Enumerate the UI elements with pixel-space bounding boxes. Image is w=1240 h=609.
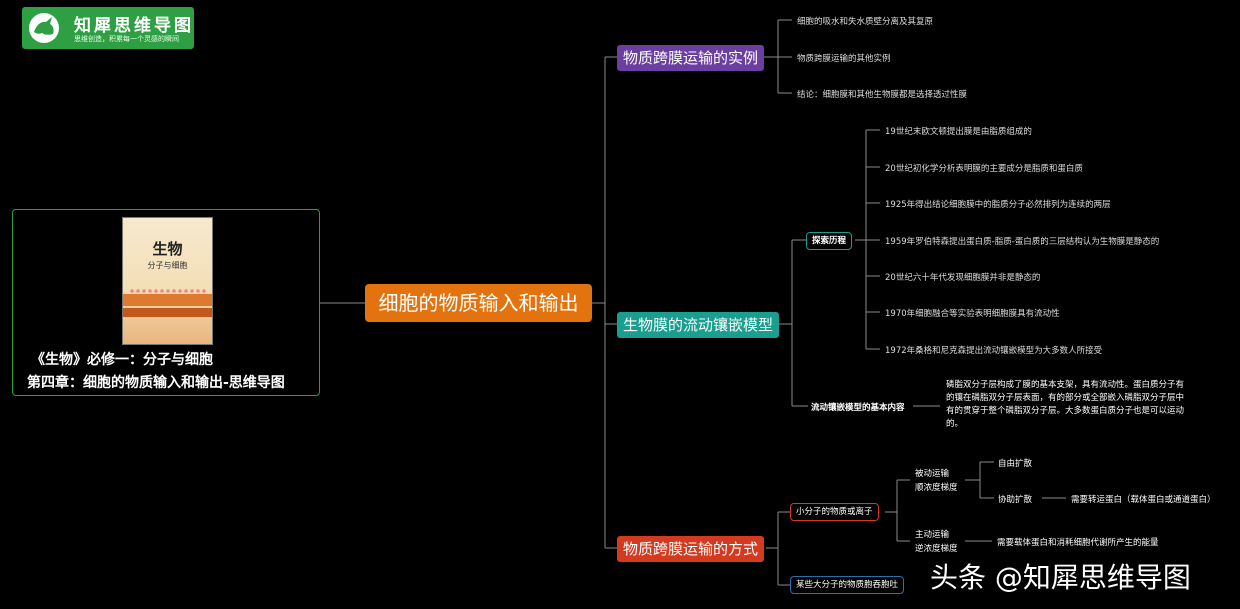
active-transport-gradient: 逆浓度梯度 (915, 544, 958, 554)
facilitated-diffusion[interactable]: 协助扩散 (998, 495, 1033, 505)
free-diffusion[interactable]: 自由扩散 (998, 459, 1033, 469)
caption-line-2: 第四章：细胞的物质输入和输出-思维导图 (27, 375, 285, 391)
branch-model[interactable]: 生物膜的流动镶嵌模型 (617, 312, 780, 338)
logo-badge: 知犀思维导图 思维创造，积累每一个灵感的瞬间 (22, 7, 194, 49)
history-item[interactable]: 20世纪六十年代发现细胞膜并非是静态的 (885, 273, 1041, 283)
active-transport-label[interactable]: 主动运输 (915, 530, 950, 540)
history-item[interactable]: 1972年桑格和尼克森提出流动镶嵌模型为大多数人所接受 (885, 346, 1103, 356)
facilitated-note[interactable]: 需要转运蛋白（载体蛋白或通道蛋白） (1071, 495, 1216, 505)
examples-item[interactable]: 物质跨膜运输的其他实例 (797, 54, 891, 64)
root-node[interactable]: 细胞的物质输入和输出 (365, 284, 592, 322)
history-node[interactable]: 探索历程 (806, 232, 853, 250)
large-molecule-node[interactable]: 某些大分子的物质胞吞胞吐 (790, 576, 905, 594)
small-molecule-node[interactable]: 小分子的物质或离子 (790, 503, 879, 521)
book-subtitle: 分子与细胞 (147, 261, 188, 270)
logo-slogan: 思维创造，积累每一个灵感的瞬间 (74, 35, 179, 43)
history-item[interactable]: 1959年罗伯特森提出蛋白质-脂质-蛋白质的三层结构认为生物膜是静态的 (885, 237, 1160, 247)
cover-card: 生物 分子与细胞 《生物》必修一：分子与细胞 第四章：细胞的物质输入和输出-思维… (12, 209, 320, 396)
history-item[interactable]: 19世纪末欧文顿提出膜是由脂质组成的 (885, 127, 1032, 137)
examples-item[interactable]: 结论：细胞膜和其他生物膜都是选择透过性膜 (797, 90, 968, 100)
logo-title: 知犀思维导图 (74, 16, 194, 36)
rhino-logo-icon (29, 13, 59, 43)
model-content-node[interactable]: 流动镶嵌模型的基本内容 (811, 403, 905, 413)
book-title: 生物 (152, 240, 183, 258)
caption-line-1: 《生物》必修一：分子与细胞 (31, 352, 213, 368)
history-item[interactable]: 20世纪初化学分析表明膜的主要成分是脂质和蛋白质 (885, 164, 1083, 174)
branch-examples[interactable]: 物质跨膜运输的实例 (617, 45, 765, 71)
examples-item[interactable]: 细胞的吸水和失水质壁分离及其复原 (797, 17, 934, 27)
branch-methods[interactable]: 物质跨膜运输的方式 (617, 536, 765, 562)
model-content-text: 磷脂双分子层构成了膜的基本支架，具有流动性。蛋白质分子有的镶在磷脂双分子层表面，… (946, 380, 1185, 429)
watermark: 头条 @知犀思维导图 (930, 561, 1191, 594)
history-item[interactable]: 1925年得出结论细胞膜中的脂质分子必然排列为连续的两层 (885, 200, 1111, 210)
textbook-cover-image: 生物 分子与细胞 (123, 218, 212, 344)
passive-transport-label[interactable]: 被动运输 (915, 469, 950, 479)
active-transport-note[interactable]: 需要载体蛋白和消耗细胞代谢所产生的能量 (997, 538, 1159, 548)
passive-transport-gradient: 顺浓度梯度 (915, 483, 958, 493)
history-item[interactable]: 1970年细胞融合等实验表明细胞膜具有流动性 (885, 309, 1060, 319)
